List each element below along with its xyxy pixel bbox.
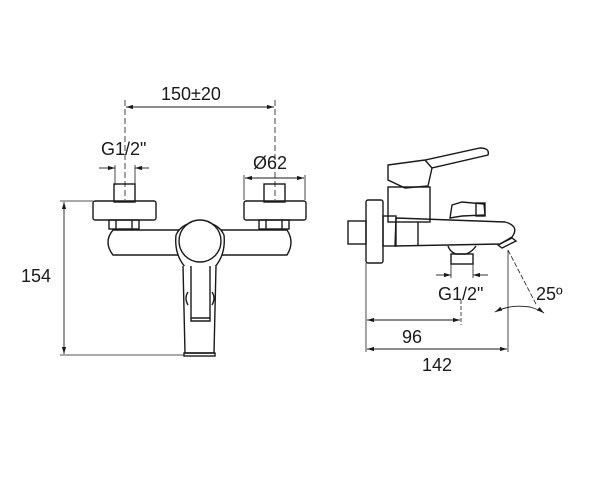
dim-centers-label: 150±20 <box>161 84 221 104</box>
dim-projection-label: 142 <box>422 355 453 375</box>
dim-outlet-offset-label: 96 <box>402 327 423 347</box>
side-view <box>347 147 545 352</box>
dim-height-label: 154 <box>21 266 52 286</box>
front-view <box>60 100 307 357</box>
dim-outlet-thread-label: G1/2" <box>438 284 484 304</box>
dim-escutcheon-diameter-label: Ø62 <box>253 153 288 173</box>
dim-inlet-thread-label: G1/2" <box>101 139 147 159</box>
dim-spout-angle-label: 25º <box>536 284 563 304</box>
